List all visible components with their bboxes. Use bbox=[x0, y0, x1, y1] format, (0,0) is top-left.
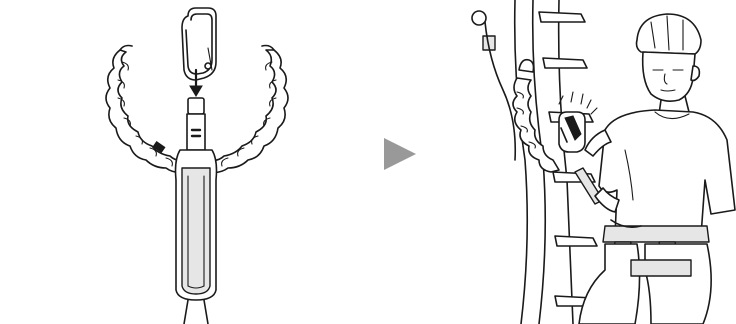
ladder-structure bbox=[515, 0, 597, 324]
lanyard-tail bbox=[184, 300, 208, 324]
lanyard-attach-panel bbox=[96, 0, 316, 324]
anchor-point bbox=[472, 11, 515, 160]
click-indicator-icon bbox=[559, 92, 597, 114]
climber-figure bbox=[579, 14, 735, 324]
energy-absorber-pouch bbox=[176, 150, 217, 300]
climber-scene-panel bbox=[455, 0, 736, 324]
carabiner-icon bbox=[559, 112, 585, 152]
carabiner-icon bbox=[182, 8, 216, 80]
left-elastic-arm bbox=[106, 46, 186, 173]
play-triangle-icon bbox=[378, 132, 422, 176]
climber-scene-illustration bbox=[455, 0, 736, 324]
lanyard-attach-illustration bbox=[96, 0, 316, 324]
next-step-arrow bbox=[378, 132, 422, 176]
lanyard-connector bbox=[187, 98, 205, 150]
right-elastic-arm bbox=[208, 46, 288, 173]
